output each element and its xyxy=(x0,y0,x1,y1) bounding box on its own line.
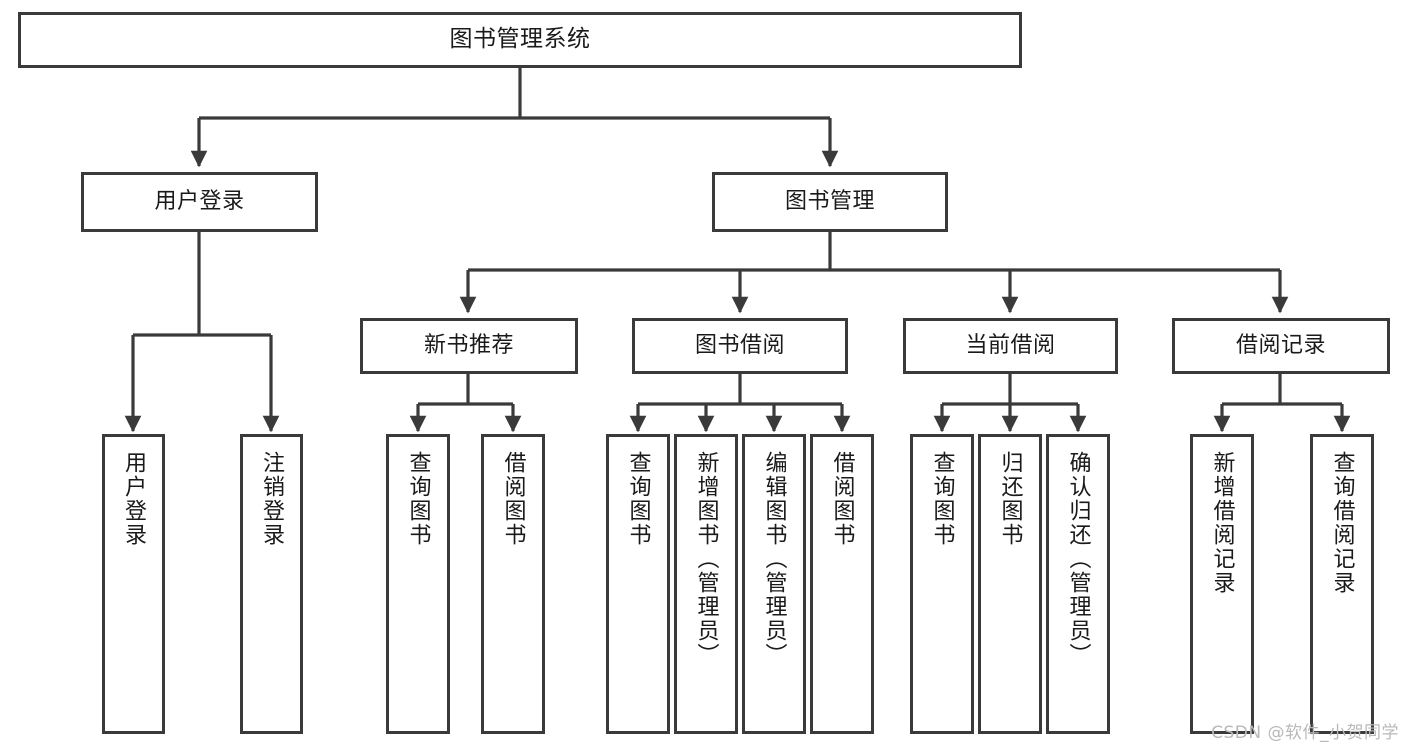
watermark: CSDN @软件_小贺同学 xyxy=(1211,723,1399,743)
node-leaf-return-book-label: 归还图书 xyxy=(997,451,1023,547)
node-book-manage-label: 图书管理 xyxy=(784,188,875,214)
node-new-book-rec-label: 新书推荐 xyxy=(423,332,514,358)
node-leaf-add-record-label: 新增借阅记录 xyxy=(1209,451,1235,595)
node-book-manage[interactable]: 图书管理 xyxy=(712,172,948,232)
node-user-login[interactable]: 用户登录 xyxy=(81,172,318,232)
node-leaf-borrow-book-2-label: 借阅图书 xyxy=(829,451,855,547)
node-leaf-user-login-label: 用户登录 xyxy=(121,451,147,547)
node-leaf-query-book-3-label: 查询图书 xyxy=(929,451,955,547)
node-leaf-add-book-label: 新增图书（管理员） xyxy=(693,451,719,667)
node-root[interactable]: 图书管理系统 xyxy=(18,12,1022,68)
node-leaf-confirm-return[interactable]: 确认归还（管理员） xyxy=(1046,434,1110,734)
node-leaf-add-record[interactable]: 新增借阅记录 xyxy=(1190,434,1254,734)
node-current-borrow[interactable]: 当前借阅 xyxy=(903,318,1118,374)
node-leaf-borrow-book-2[interactable]: 借阅图书 xyxy=(810,434,874,734)
node-leaf-edit-book[interactable]: 编辑图书（管理员） xyxy=(742,434,806,734)
node-leaf-query-book-3[interactable]: 查询图书 xyxy=(910,434,974,734)
node-leaf-borrow-book-1-label: 借阅图书 xyxy=(500,451,526,547)
node-borrow-record-label: 借阅记录 xyxy=(1235,332,1326,358)
node-leaf-return-book[interactable]: 归还图书 xyxy=(978,434,1042,734)
node-leaf-user-login[interactable]: 用户登录 xyxy=(102,434,165,734)
node-leaf-borrow-book-1[interactable]: 借阅图书 xyxy=(481,434,545,734)
node-leaf-query-book-1[interactable]: 查询图书 xyxy=(386,434,450,734)
node-leaf-query-book-1-label: 查询图书 xyxy=(405,451,431,547)
node-leaf-query-book-2[interactable]: 查询图书 xyxy=(606,434,670,734)
node-leaf-add-book[interactable]: 新增图书（管理员） xyxy=(674,434,738,734)
node-leaf-confirm-return-label: 确认归还（管理员） xyxy=(1065,451,1091,667)
node-leaf-logout-login-label: 注销登录 xyxy=(259,451,285,547)
node-root-label: 图书管理系统 xyxy=(449,26,591,53)
node-borrow-record[interactable]: 借阅记录 xyxy=(1172,318,1390,374)
node-book-borrow[interactable]: 图书借阅 xyxy=(632,318,848,374)
node-user-login-label: 用户登录 xyxy=(154,188,245,214)
node-new-book-rec[interactable]: 新书推荐 xyxy=(360,318,578,374)
node-current-borrow-label: 当前借阅 xyxy=(965,332,1056,358)
node-leaf-query-record-label: 查询借阅记录 xyxy=(1329,451,1355,595)
node-leaf-query-book-2-label: 查询图书 xyxy=(625,451,651,547)
node-leaf-edit-book-label: 编辑图书（管理员） xyxy=(761,451,787,667)
node-leaf-query-record[interactable]: 查询借阅记录 xyxy=(1310,434,1374,734)
node-leaf-logout-login[interactable]: 注销登录 xyxy=(240,434,303,734)
node-book-borrow-label: 图书借阅 xyxy=(694,332,785,358)
